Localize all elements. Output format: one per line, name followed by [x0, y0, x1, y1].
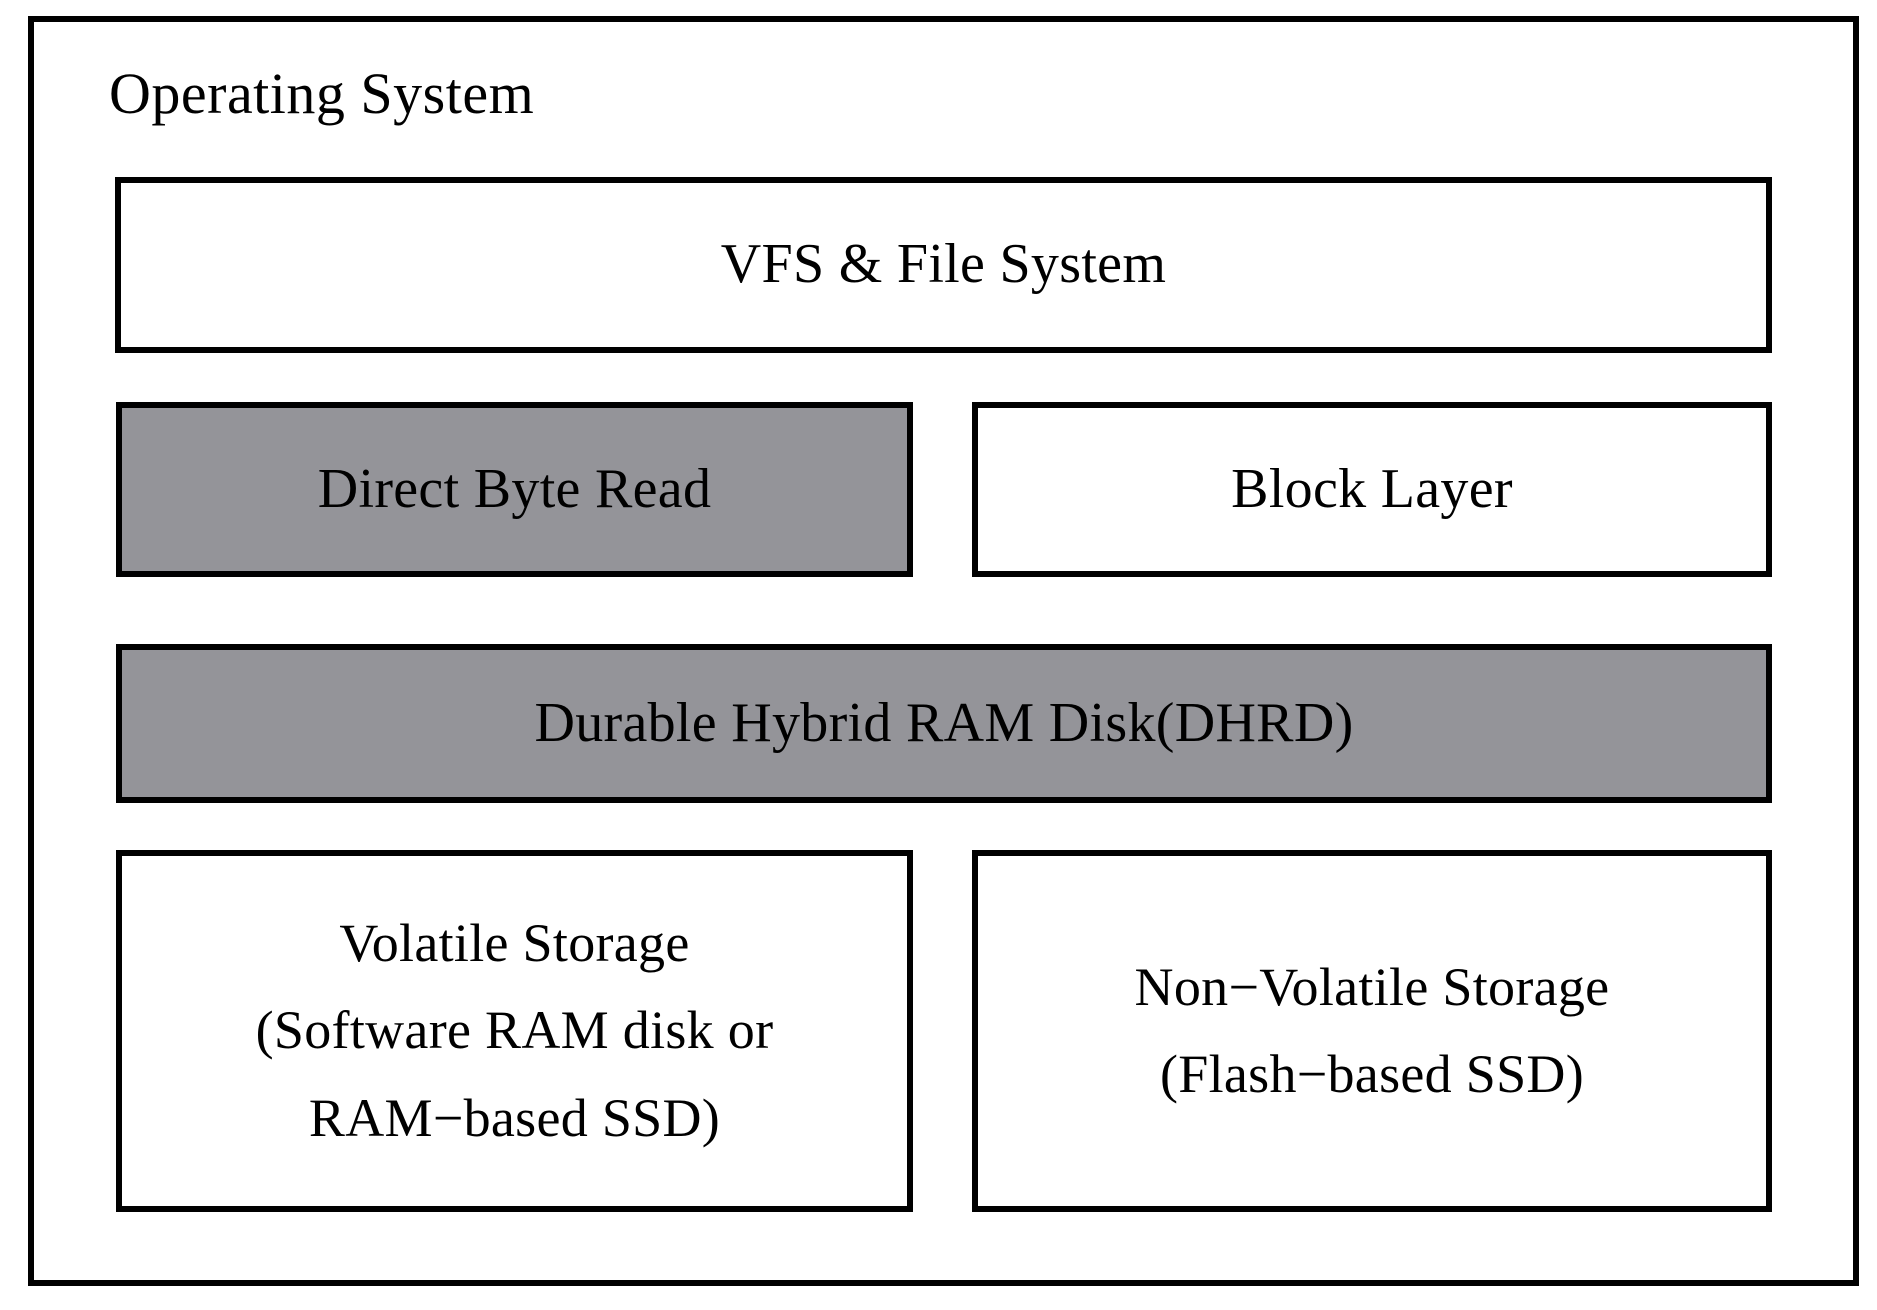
layer-line: (Software RAM disk or — [255, 1000, 774, 1061]
layer-line: Block Layer — [1231, 457, 1513, 520]
layer-line: RAM−based SSD) — [308, 1087, 721, 1148]
layer-box-vfs-file-system: VFS & File System — [115, 177, 1772, 353]
layer-line: (Flash−based SSD) — [1159, 1044, 1585, 1104]
layer-box-block-layer: Block Layer — [972, 402, 1772, 577]
layer-line: Volatile Storage — [339, 912, 690, 973]
layer-line: Direct Byte Read — [317, 457, 712, 520]
layer-label-direct-byte-read: Direct Byte Read — [310, 453, 720, 527]
layer-label-nonvolatile-storage: Non−Volatile Storage (Flash−based SSD) — [1127, 944, 1618, 1119]
layer-box-nonvolatile-storage: Non−Volatile Storage (Flash−based SSD) — [972, 850, 1772, 1212]
layer-label-volatile-storage: Volatile Storage (Software RAM disk or R… — [248, 900, 782, 1162]
layer-line: Non−Volatile Storage — [1134, 956, 1610, 1017]
layer-line: Durable Hybrid RAM Disk(DHRD) — [534, 691, 1354, 754]
layer-label-durable-hybrid-ram-disk: Durable Hybrid RAM Disk(DHRD) — [526, 687, 1361, 761]
layer-line: VFS & File System — [720, 233, 1167, 296]
layer-label-vfs-file-system: VFS & File System — [713, 228, 1174, 302]
operating-system-title: Operating System — [109, 61, 535, 126]
layer-box-durable-hybrid-ram-disk: Durable Hybrid RAM Disk(DHRD) — [116, 644, 1772, 803]
layer-label-block-layer: Block Layer — [1223, 453, 1521, 527]
layer-box-volatile-storage: Volatile Storage (Software RAM disk or R… — [116, 850, 913, 1212]
layer-box-direct-byte-read: Direct Byte Read — [116, 402, 913, 577]
